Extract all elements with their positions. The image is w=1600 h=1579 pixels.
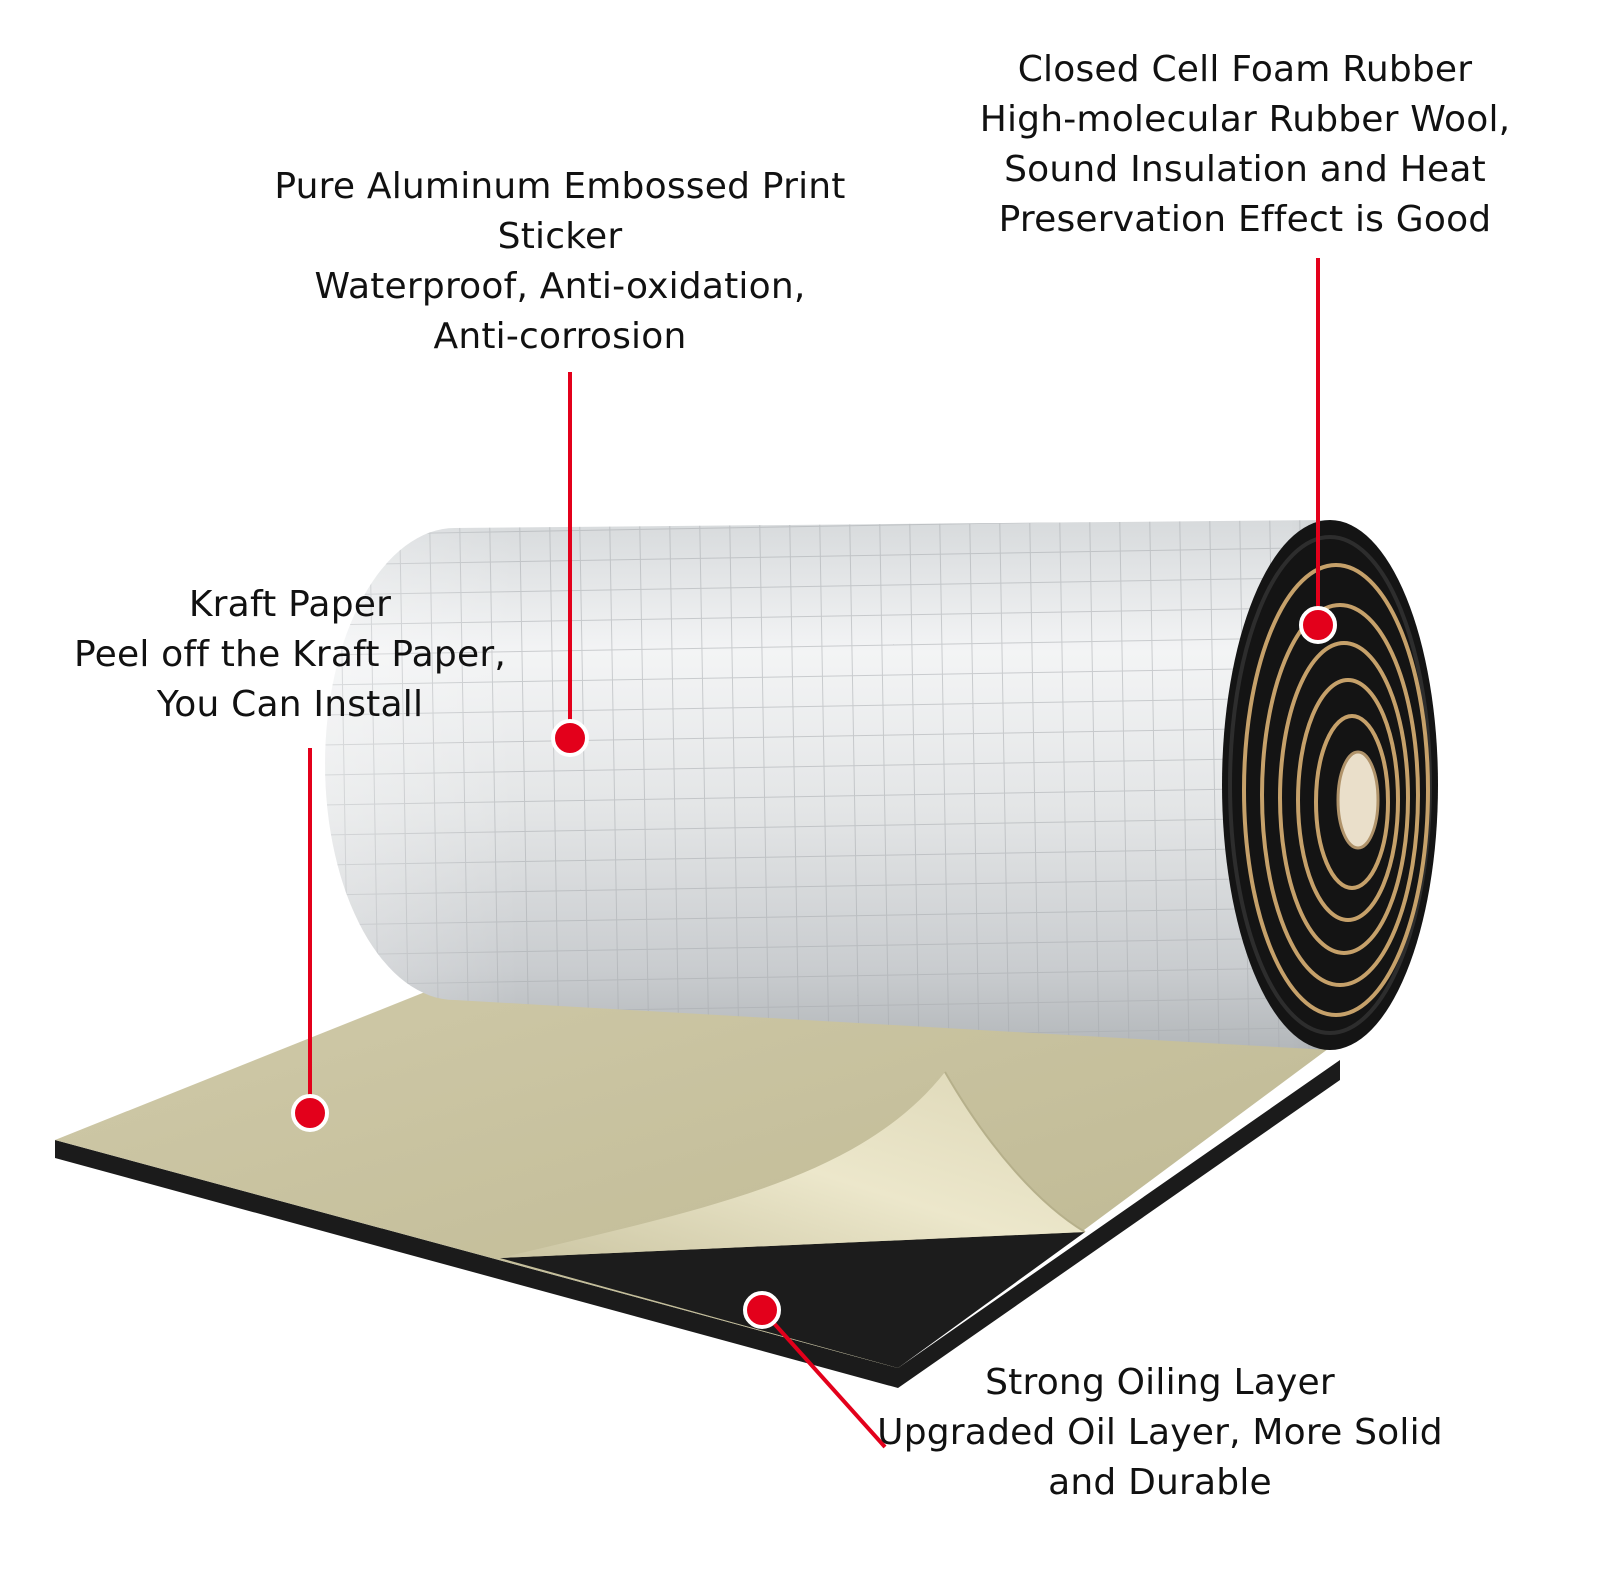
callout-line: Upgraded Oil Layer, More Solid (877, 1412, 1443, 1453)
rubber-sheet-edge (55, 1060, 1340, 1388)
oil-adhesive-layer (500, 1232, 1085, 1368)
marker-aluminum (551, 719, 589, 757)
callout-leaders (308, 258, 1320, 1449)
callout-line: Preservation Effect is Good (998, 199, 1492, 240)
callout-line: Waterproof, Anti-oxidation, (314, 266, 806, 307)
callout-aluminum-label: Pure Aluminum Embossed Print Sticker Wat… (220, 162, 900, 362)
marker-kraft (291, 1094, 329, 1132)
callout-line: and Durable (1048, 1462, 1272, 1503)
callout-line: Peel off the Kraft Paper, (74, 634, 506, 675)
callout-oil-label: Strong Oiling Layer Upgraded Oil Layer, … (840, 1358, 1480, 1508)
marker-oil (743, 1291, 781, 1329)
callout-line: Sound Insulation and Heat (1004, 149, 1486, 190)
callout-line: Sticker (497, 216, 623, 257)
callout-line: Kraft Paper (188, 584, 392, 625)
roll-end-face (1222, 520, 1438, 1050)
core-tube (1336, 750, 1380, 850)
callout-line: High-molecular Rubber Wool, (979, 99, 1511, 140)
callout-line: You Can Install (156, 684, 424, 725)
callout-line: Strong Oiling Layer (985, 1362, 1335, 1403)
callout-line: Pure Aluminum Embossed Print (274, 166, 846, 207)
marker-foam (1299, 606, 1337, 644)
callout-line: Closed Cell Foam Rubber (1017, 49, 1473, 90)
leader-oil (760, 1308, 887, 1449)
callout-kraft-label: Kraft Paper Peel off the Kraft Paper, Yo… (40, 580, 540, 730)
callout-markers (291, 606, 1337, 1329)
callout-line: Anti-corrosion (433, 316, 687, 357)
callout-foam-label: Closed Cell Foam Rubber High-molecular R… (945, 45, 1545, 245)
peeled-paper-curl (500, 1072, 1085, 1258)
